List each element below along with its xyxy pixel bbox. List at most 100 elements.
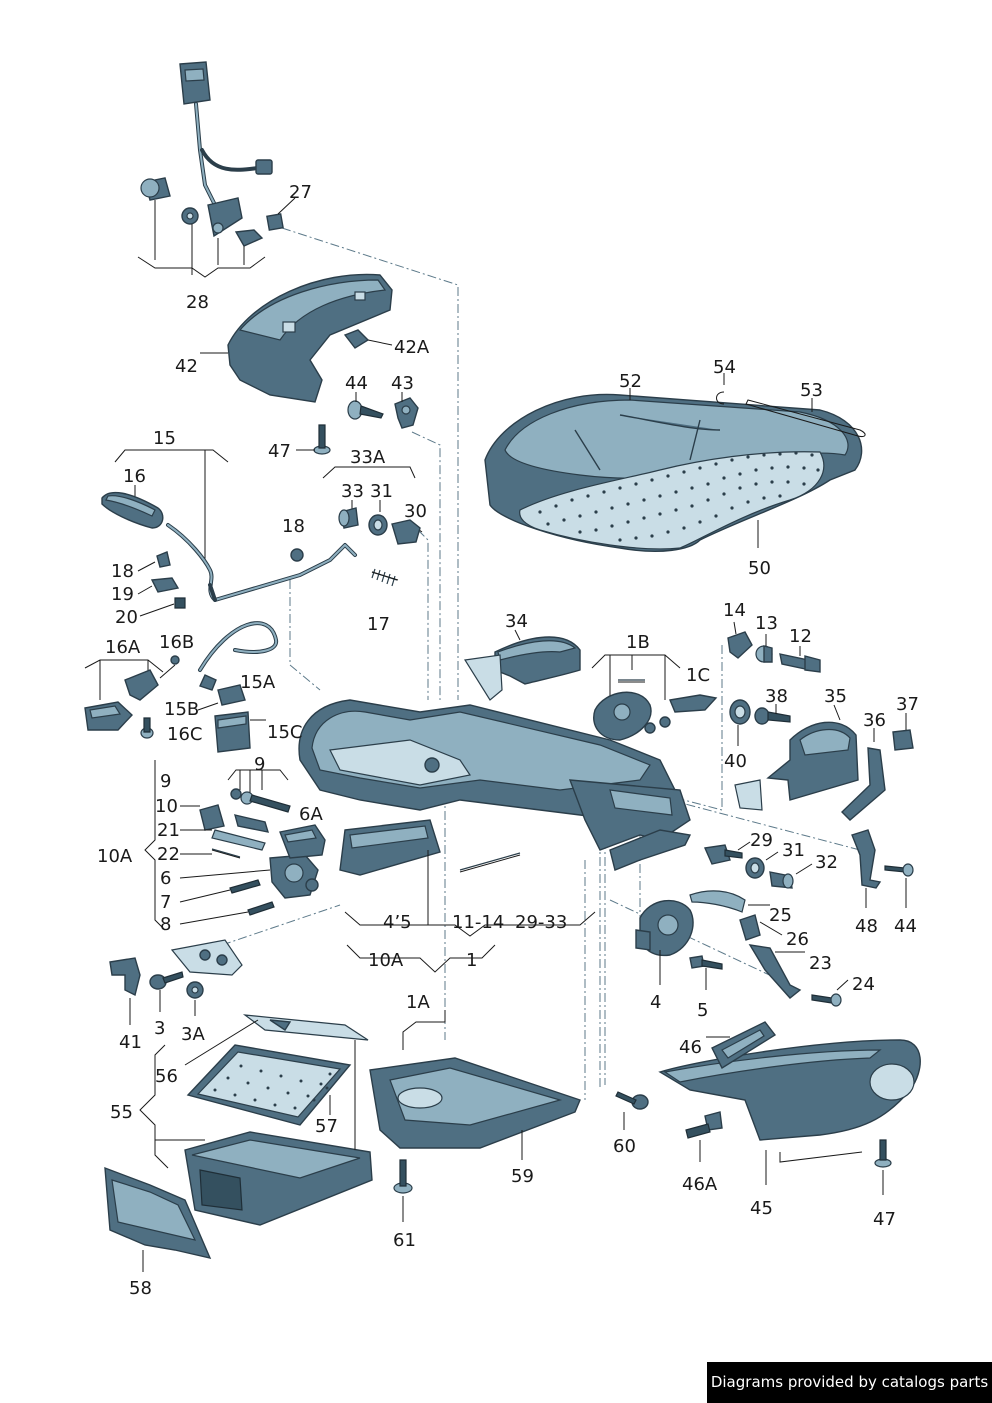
drawer-mat-57[interactable] [186,1044,352,1126]
callout-4-5-23-26-leaders [659,904,849,991]
bushing-33[interactable] [338,507,359,529]
tray-59[interactable] [369,1057,581,1149]
screw-44-right[interactable] [884,863,914,877]
label-43: 43 [391,373,414,394]
link-26[interactable] [739,914,761,941]
recliner-motor-4[interactable] [635,899,694,957]
spring-22[interactable] [211,848,241,859]
label-29: 29 [750,830,773,851]
label-34: 34 [505,611,528,632]
lever-1C[interactable] [669,694,718,713]
release-handle-16[interactable] [101,491,164,529]
screw-24[interactable] [811,993,842,1007]
label-25: 25 [769,905,792,926]
label-16C: 16C [167,724,202,745]
label-42: 42 [175,356,198,377]
guide-plate[interactable] [170,939,243,976]
drawer-tray-55[interactable] [184,1131,373,1226]
motor-unit-6[interactable] [269,854,319,899]
release-rod[interactable] [166,523,357,602]
callout-12-14-leaders [733,621,801,656]
recliner-plate-1B[interactable] [593,691,671,741]
part-number-labels: 28 27 42 42A 47 44 43 33A 33 31 30 15 16… [97,182,919,1299]
label-8: 8 [160,914,171,935]
callout-34-leader [514,629,521,641]
bracket-23[interactable] [748,944,802,999]
frame-spring[interactable] [459,852,521,873]
callout-55-brace [139,1019,356,1272]
screw-5[interactable] [689,955,723,970]
cover-15C[interactable] [214,711,251,753]
bowden-cable-15A[interactable] [198,621,279,691]
label-60: 60 [613,1136,636,1157]
label-26: 26 [786,929,809,950]
label-41: 41 [119,1032,142,1053]
bracket-36[interactable] [841,747,886,821]
clip-16B[interactable] [170,655,180,665]
clip-30[interactable] [391,519,421,545]
label-59: 59 [511,1166,534,1187]
bracket-6A[interactable] [279,824,326,859]
cover-35[interactable] [766,721,859,801]
screw-47-bottom[interactable] [874,1139,892,1168]
seat-cushion-50[interactable] [484,393,863,552]
drawer-lid-56[interactable] [242,1014,369,1041]
cover-34[interactable] [464,636,581,701]
screw-60[interactable] [615,1091,649,1110]
nut-3A[interactable] [186,981,204,999]
bushing-32[interactable] [769,871,794,889]
label-18: 18 [111,561,134,582]
screw-16C[interactable] [140,717,154,739]
screw-47-top[interactable] [313,424,331,455]
spring-17[interactable] [371,568,399,587]
clip-54[interactable] [716,391,725,405]
label-58: 58 [129,1278,152,1299]
pin-21[interactable] [211,829,266,851]
callout-16-series-leaders [159,664,266,721]
label-16: 16 [123,466,146,487]
bolt-38[interactable] [754,707,791,725]
bracket-10[interactable] [199,804,270,833]
washer-40[interactable] [729,699,751,725]
label-1C: 1C [686,665,710,686]
drawer-mat-dots [213,1064,332,1110]
clip-43[interactable] [394,397,419,429]
small-parts-18-20[interactable] [150,551,186,609]
bracket-46[interactable] [711,1021,777,1070]
washer-31-top[interactable] [368,514,388,536]
clip-37[interactable] [892,729,914,751]
wedge-near-40[interactable] [734,779,763,811]
label-range-11-14: 11-14 [452,912,504,933]
label-16B: 16B [159,632,194,653]
bolt-46A[interactable] [685,1111,723,1139]
screw-61[interactable] [393,1159,413,1194]
screws-7-8[interactable] [229,879,275,916]
spring-1B[interactable] [618,679,645,683]
callout-27-leader [277,197,296,215]
lever-25[interactable] [689,890,746,913]
label-15B: 15B [164,699,199,720]
wire-53[interactable] [745,399,866,437]
callout-41-3-leaders [129,990,196,1025]
bracket-14[interactable] [727,631,753,659]
seat-belt-buckle[interactable] [140,61,284,247]
lever-16A[interactable] [84,669,159,731]
label-47-bottom: 47 [873,1209,896,1230]
bolt-12[interactable] [779,653,821,673]
screw-44-top[interactable] [347,400,384,420]
label-47-top: 47 [268,441,291,462]
bolt-3[interactable] [149,971,184,990]
bracket-41[interactable] [109,957,141,997]
seat-frame[interactable] [298,699,692,876]
label-5: 5 [697,1000,708,1021]
washer-31-right[interactable] [745,857,765,879]
side-trim-panel[interactable] [227,273,393,403]
bracket-15B[interactable] [217,684,246,706]
label-46A: 46A [682,1174,718,1195]
bolt-9[interactable] [230,788,291,813]
drawer-front-58[interactable] [104,1166,212,1259]
clamp-29[interactable] [703,844,743,865]
bracket-48[interactable] [851,829,882,889]
bushing-13[interactable] [755,645,773,663]
callout-28-bracket [137,200,266,278]
